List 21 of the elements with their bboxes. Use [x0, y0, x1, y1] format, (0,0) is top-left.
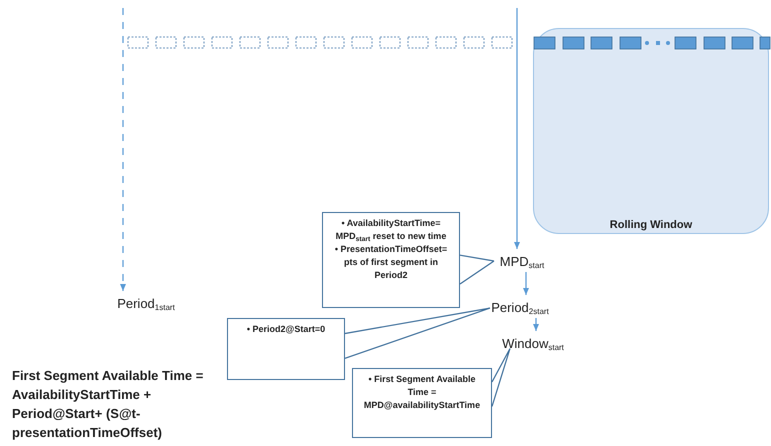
- formula-text: First Segment Available Time = AvailabilityStartTime + Period@Start+ (S@t-presentationTimeOffset): [12, 367, 204, 442]
- arrow: [523, 272, 529, 295]
- arrow: [120, 8, 126, 291]
- callout-box: [322, 212, 460, 308]
- callout-box: [227, 318, 345, 380]
- callout-box: [352, 368, 492, 438]
- callout-text: • First Segment Available Time = MPD@availabilityStartTime: [362, 373, 482, 412]
- time-marker-label: Window$_{start}$: [496, 332, 570, 354]
- time-marker-label: Period$_{2start}$: [484, 296, 556, 318]
- window-label: Rolling Window: [610, 219, 692, 233]
- arrow: [533, 318, 539, 331]
- callout-pointer: [344, 308, 491, 359]
- callout-text: • AvailabilityStartTime= MPD$_{start}$ reset to new time: [334, 217, 448, 243]
- callout-pointer: [459, 254, 495, 285]
- callout-text: • PresentationTimeOffset= pts of first segment in Period2: [334, 243, 448, 282]
- rolling-window-box: [533, 28, 769, 234]
- callout-pointer: [491, 348, 511, 408]
- time-marker-label: Period$_{1start}$: [110, 292, 182, 314]
- time-marker-label: MPD$_{start}$: [494, 250, 550, 272]
- callout-text: • Period2@Start=0: [246, 323, 326, 336]
- arrow: [514, 8, 520, 249]
